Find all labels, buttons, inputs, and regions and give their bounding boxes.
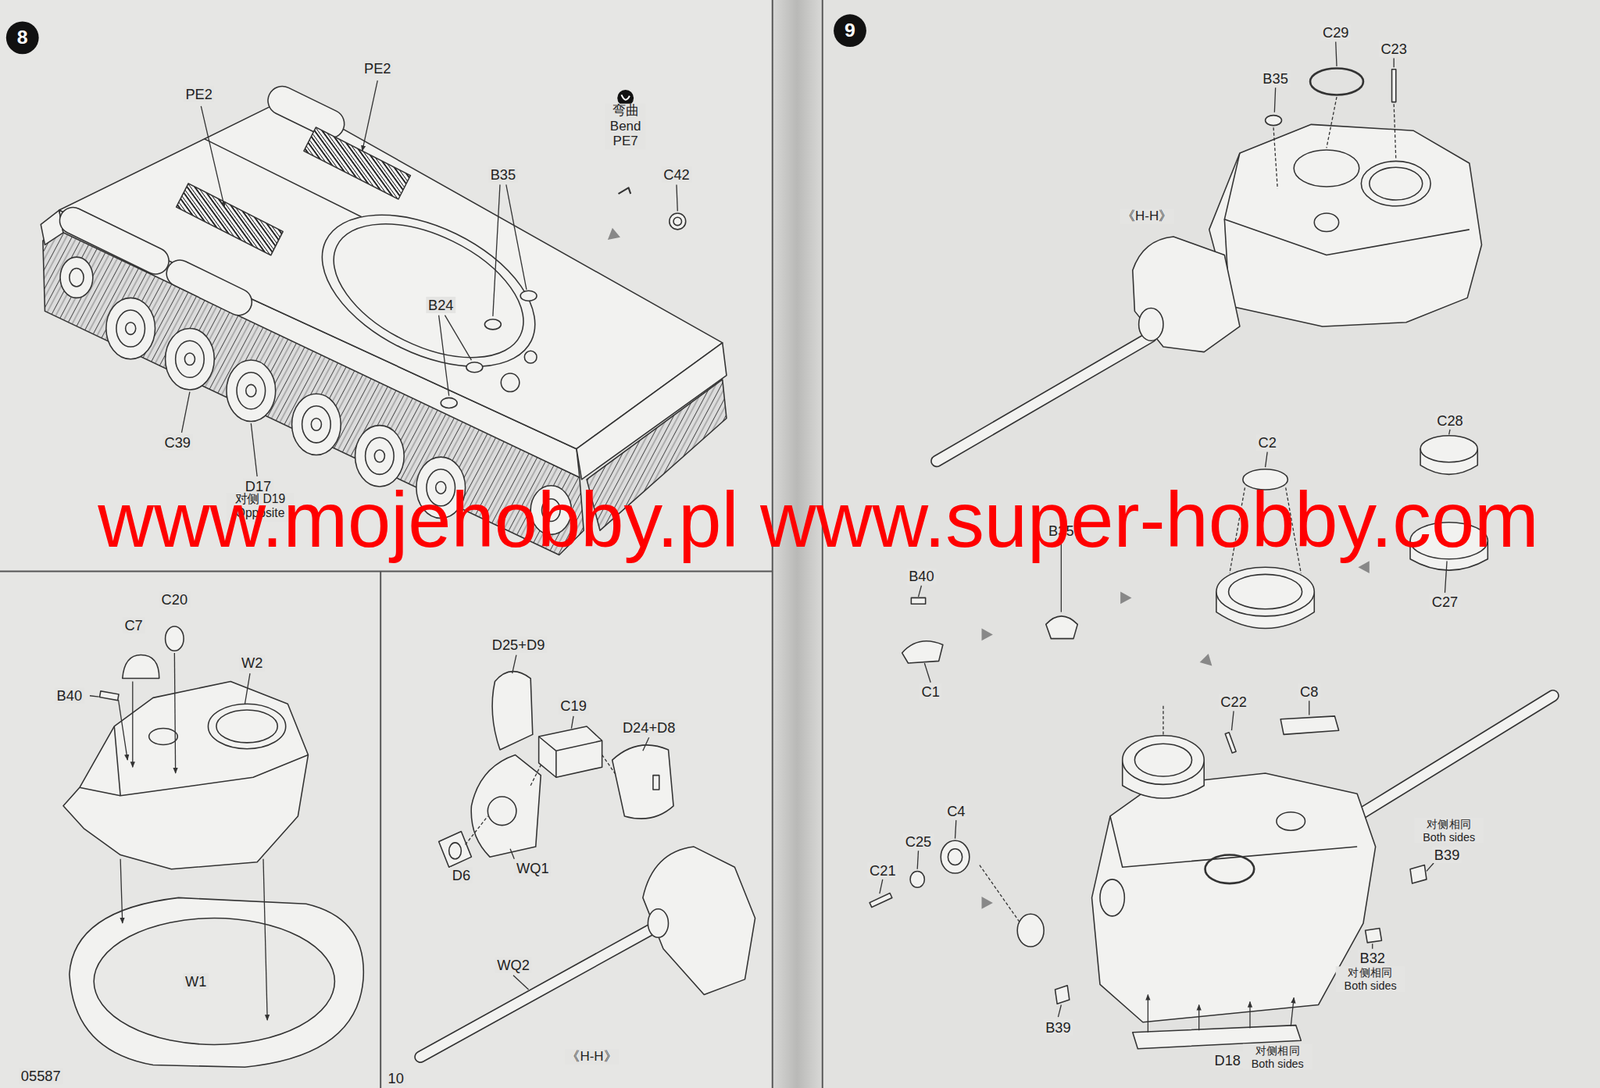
part-number: C28 [1435,412,1466,429]
part-number: PE2 [183,85,215,103]
note: 弯曲 Bend PE7 [605,103,647,150]
part-number: D24+D8 [620,719,678,736]
part-number: C7 [122,617,146,634]
part-number: D25+D9 [489,636,547,654]
part-number: WQ2 [495,957,533,974]
watermark: www.mojehobby.pl www.super-hobby.com [97,481,1540,559]
part-number: C29 [1320,24,1351,41]
part-number: C23 [1378,40,1410,58]
part-number: C20 [159,591,190,608]
part-number: PE2 [361,60,393,77]
step-number: 8 [6,21,40,54]
catalog-number: 05587 [18,1067,63,1085]
part-number: C1 [919,683,943,700]
part-number: C22 [1218,693,1250,711]
part-number: W2 [239,654,265,672]
step-number: 9 [833,14,867,47]
part-number: W1 [182,973,209,990]
part-number: B24 [425,296,456,314]
step-number-text: 9 [844,19,856,43]
view-marker: 《H-H》 [1119,208,1174,225]
part-number: B39 [1432,846,1462,864]
part-number: C25 [903,833,934,850]
part-number: C8 [1297,683,1321,700]
part-number: B35 [1260,70,1291,87]
part-number: C42 [661,166,693,183]
part-number: D18 [1212,1052,1243,1069]
part-number: C19 [558,697,590,715]
step-number-text: 8 [17,26,29,50]
note: 对侧相同 Both sides [1414,817,1484,844]
part-number: C4 [945,803,968,820]
part-number: B40 [907,567,937,585]
part-number: C21 [867,862,898,879]
note: 对侧相同 Both sides [1335,966,1406,993]
part-number: WQ1 [514,860,551,877]
part-number: C2 [1256,434,1279,451]
part-number: B32 [1357,950,1388,967]
part-number: D6 [450,867,473,884]
part-number: C27 [1429,593,1461,611]
view-marker: 《H-H》 [564,1049,619,1065]
part-number: B39 [1043,1019,1074,1036]
part-number: B35 [488,166,518,183]
page-number: 10 [385,1070,407,1087]
part-number: C39 [162,434,193,451]
note: 对侧相同 Both sides [1242,1044,1313,1071]
part-number: B40 [54,687,85,704]
